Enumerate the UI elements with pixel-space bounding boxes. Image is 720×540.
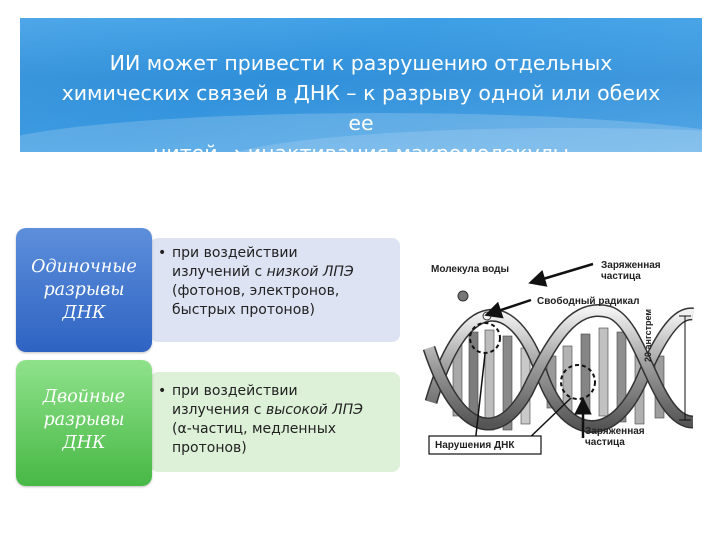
dna-damage-label: Нарушения ДНК (435, 440, 515, 451)
desc-line: быстрых протонов) (172, 302, 315, 318)
water-molecule-icon (457, 290, 469, 302)
desc-line: при воздействии (172, 383, 298, 399)
slide-title: ИИ может привести к разрушению отдельных… (50, 48, 672, 152)
title-line-3: нитей → инактивация макромолекулы (50, 138, 672, 152)
desc-line: (α-частиц, медленных (172, 421, 337, 437)
charged-particle-top-label: Заряженная частица (601, 260, 661, 282)
label-line: ДНК (62, 433, 106, 453)
dna-strand-b-fill (424, 305, 694, 429)
desc-line: излучений с (172, 264, 267, 280)
label-line: Заряженная (585, 426, 645, 437)
dna-helix-illustration (422, 262, 695, 455)
title-banner: ИИ может привести к разрушению отдельных… (20, 18, 702, 152)
double-break-description-card: • при воздействии излучения с высокой ЛПЭ… (150, 372, 400, 472)
free-radical-label: Свободный радикал (537, 296, 640, 307)
label-line: разрывы (43, 280, 125, 300)
dna-damage-figure: Молекула воды Заряженная частица Свободн… (422, 252, 715, 474)
radical-arrow (484, 298, 532, 319)
title-line-2: химических связей в ДНК – к разрыву одно… (61, 81, 661, 135)
scale-label: 20 ангстрем (643, 308, 653, 362)
single-break-label: Одиночные разрывы ДНК (16, 228, 152, 352)
particle-arrow (528, 262, 594, 287)
bullet: • (158, 245, 167, 261)
dna-strand-a-fill (426, 308, 694, 432)
title-line-1: ИИ может привести к разрушению отдельных (109, 51, 613, 75)
label-line: ДНК (62, 303, 106, 323)
label-line: Заряженная (601, 260, 661, 271)
desc-line: излучения с (172, 402, 266, 418)
label-line: Одиночные (31, 257, 137, 277)
label-line: частица (601, 271, 641, 282)
let-emphasis: высокой ЛПЭ (265, 402, 363, 418)
double-break-label: Двойные разрывы ДНК (16, 360, 152, 486)
bullet: • (158, 383, 167, 399)
label-line: частица (585, 437, 625, 448)
damage-site-circle (560, 364, 596, 400)
damage-pointer (474, 353, 486, 445)
water-molecule-label: Молекула воды (431, 264, 509, 275)
desc-line: при воздействии (172, 245, 298, 261)
single-break-description-card: •при воздействии излучений с низкой ЛПЭ … (150, 238, 400, 342)
charged-particle-bottom-label: Заряженная частица (585, 426, 645, 448)
double-break-description: • при воздействии излучения с высокой ЛПЭ… (158, 382, 394, 458)
banner-sheen (20, 18, 702, 152)
damage-site-circle (469, 322, 501, 354)
desc-line: (фотонов, электронов, (172, 283, 340, 299)
desc-line: протонов) (172, 440, 247, 456)
dna-damage-label-box (428, 435, 542, 455)
single-break-description: •при воздействии излучений с низкой ЛПЭ … (158, 244, 394, 320)
label-line: Двойные (42, 387, 126, 407)
let-emphasis: низкой ЛПЭ (266, 264, 354, 280)
label-line: разрывы (43, 410, 125, 430)
